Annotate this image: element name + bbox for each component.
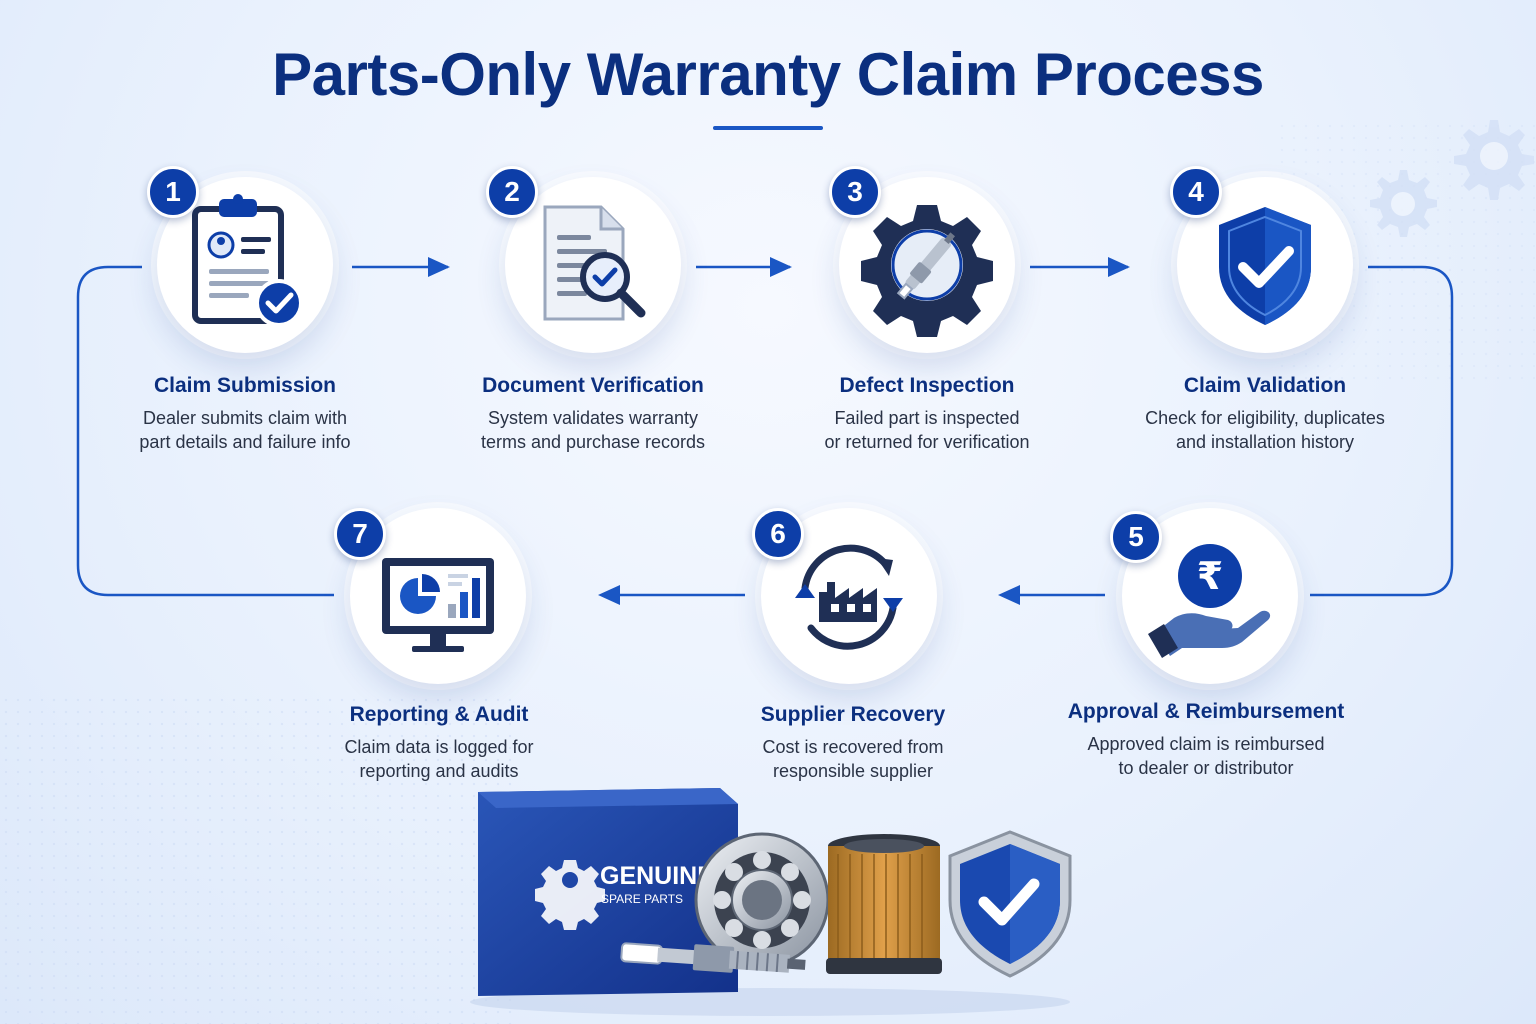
factory-cycle-icon [795, 544, 903, 650]
step-1-description-line1: Dealer submits claim with [142, 408, 348, 428]
step-6-label: Supplier Recovery Cost is recovered from… [703, 703, 1003, 783]
arrowhead-5 [998, 585, 1020, 605]
step-5-description-line2: to dealer or distributor [1118, 758, 1294, 778]
step-5-title: Approval & Reimbursement [1067, 700, 1345, 723]
step-7-title: Reporting & Audit [349, 703, 529, 726]
box-gear-icon [535, 860, 605, 930]
step-5-label: Approval & Reimbursement Approved claim … [1056, 700, 1356, 780]
step-7-description-line2: reporting and audits [359, 761, 519, 781]
step-6-title: Supplier Recovery [760, 703, 946, 726]
rupee-symbol: ₹ [1197, 554, 1223, 598]
step-4-description-line2: and installation history [1175, 432, 1355, 452]
arrowhead-3 [1108, 257, 1130, 277]
arrowhead-1 [428, 257, 450, 277]
step-3-label: Defect Inspection Failed part is inspect… [777, 374, 1077, 454]
background-dot-pattern [0, 694, 520, 1024]
gear-inspection-icon [861, 205, 993, 337]
step-5-badge: 5 [1110, 511, 1162, 563]
shield-check-icon [1219, 207, 1311, 325]
title-underline [713, 126, 823, 130]
monitor-chart-icon [382, 558, 494, 652]
step-3-title: Defect Inspection [839, 374, 1015, 397]
step-3-badge: 3 [829, 166, 881, 218]
arrowhead-6 [598, 585, 620, 605]
box-subtitle-text: SPARE PARTS [601, 892, 683, 906]
connector-7-1 [76, 265, 334, 597]
step-6-description-line1: Cost is recovered from [762, 737, 944, 757]
step-7-badge: 7 [334, 508, 386, 560]
step-2-badge: 2 [486, 166, 538, 218]
oil-filter-icon [826, 834, 942, 974]
step-5-circle: ₹ [1122, 508, 1298, 684]
spare-parts-illustration: GENUINE SPARE PARTS [470, 788, 1072, 1016]
clipboard-check-icon [192, 194, 303, 327]
step-6-badge: 6 [752, 508, 804, 560]
box-brand-text: GENUINE [600, 862, 714, 890]
step-7-description-line1: Claim data is logged for [344, 737, 534, 757]
step-1-badge: 1 [147, 166, 199, 218]
step-2-description-line1: System validates warranty [487, 408, 699, 428]
bearing-icon [694, 832, 830, 968]
warranty-shield-icon [948, 830, 1072, 978]
step-1-description-line2: part details and failure info [139, 432, 351, 452]
step-4-title: Claim Validation [1183, 374, 1347, 397]
step-3-description-line2: or returned for verification [824, 432, 1030, 452]
step-4-badge: 4 [1170, 166, 1222, 218]
step-3-description-line1: Failed part is inspected [834, 408, 1020, 428]
step-1-title: Claim Submission [153, 374, 337, 397]
step-1-label: Claim Submission Dealer submits claim wi… [95, 374, 395, 454]
step-2-circle [505, 177, 681, 353]
step-6-description-line2: responsible supplier [772, 761, 934, 781]
step-3-circle [839, 177, 1015, 353]
step-1-circle [157, 177, 333, 353]
spark-plug-icon [620, 942, 806, 973]
step-7-circle [350, 508, 526, 684]
step-4-circle [1177, 177, 1353, 353]
document-search-icon [543, 205, 646, 321]
parts-box: GENUINE SPARE PARTS [478, 788, 738, 996]
decorative-gears-icon [1370, 120, 1534, 237]
rupee-hand-icon: ₹ [1148, 544, 1271, 658]
step-2-description-line2: terms and purchase records [480, 432, 706, 452]
step-2-title: Document Verification [482, 374, 704, 397]
arrowhead-2 [770, 257, 792, 277]
step-4-description-line1: Check for eligibility, duplicates [1145, 408, 1385, 428]
step-2-label: Document Verification System validates w… [443, 374, 743, 454]
step-4-label: Claim Validation Check for eligibility, … [1115, 374, 1415, 454]
page-title: Parts-Only Warranty Claim Process [272, 41, 1264, 108]
connector-4-5 [1310, 265, 1454, 597]
step-5-description-line1: Approved claim is reimbursed [1087, 734, 1325, 754]
step-7-label: Reporting & Audit Claim data is logged f… [289, 703, 589, 783]
